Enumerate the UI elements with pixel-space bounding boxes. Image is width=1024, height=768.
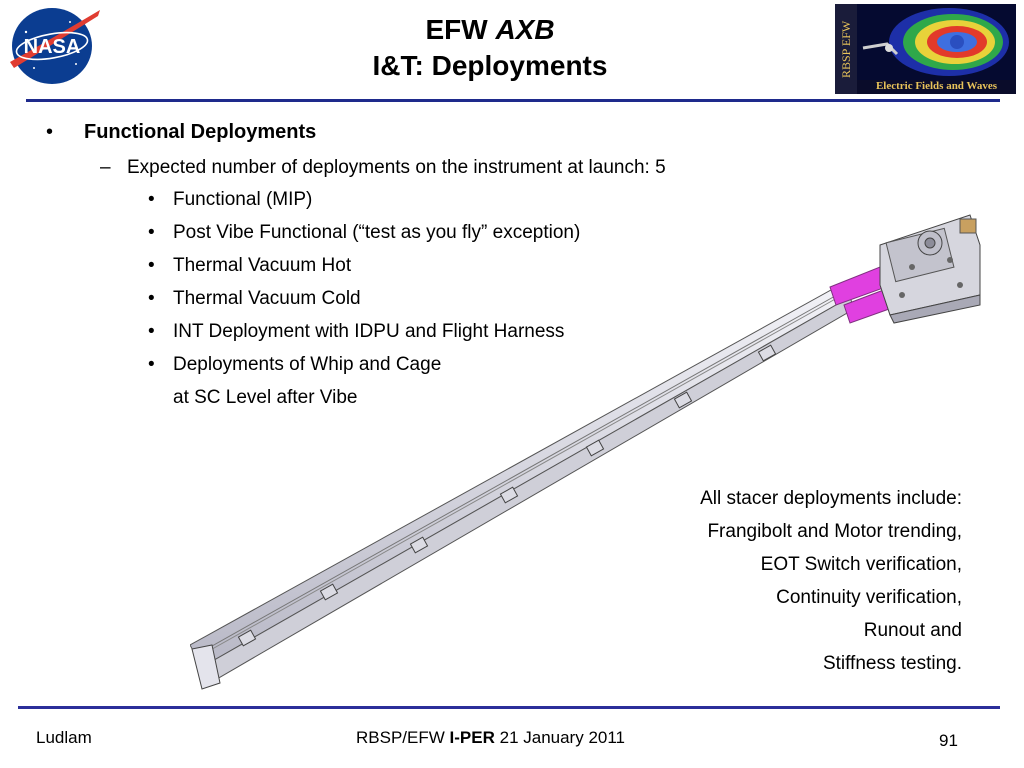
title-divider <box>26 99 1000 102</box>
note-line: Stiffness testing. <box>822 653 962 674</box>
note-line: EOT Switch verification, <box>760 554 962 575</box>
sub-bullet-2: Post Vibe Functional (“test as you fly” … <box>173 222 581 243</box>
footer-author: Ludlam <box>36 728 92 747</box>
sub-bullet-1: Functional (MIP) <box>173 189 313 210</box>
dash-marker: – <box>100 157 111 178</box>
bullet-marker: • <box>148 222 155 243</box>
title-line-2: I&T: Deployments <box>372 50 608 81</box>
footer-divider <box>18 706 1000 709</box>
sub-bullet-3: Thermal Vacuum Hot <box>173 255 352 276</box>
bullet-marker: • <box>148 288 155 309</box>
stacer-deployment-notes: All stacer deployments include: Frangibo… <box>700 482 962 680</box>
efw-logo-side-text: RBSP EFW <box>835 4 857 94</box>
bullet-marker: • <box>46 121 54 143</box>
note-line: All stacer deployments include: <box>700 488 962 509</box>
footer-date: 21 January 2011 <box>499 728 626 747</box>
efw-logo-caption: Electric Fields and Waves <box>875 80 998 92</box>
bullet-level2: Expected number of deployments on the in… <box>127 157 666 178</box>
note-line: Continuity verification, <box>776 587 962 608</box>
page-number: 91 <box>939 731 958 750</box>
bullet-marker: • <box>148 189 155 210</box>
rbsp-efw-logo: RBSP EFW Electric Fields and Waves <box>835 4 1016 94</box>
sub-bullet-5: INT Deployment with IDPU and Flight Harn… <box>173 321 565 342</box>
bullet-marker: • <box>148 255 155 276</box>
slide-title: EFW AXB I&T: Deployments <box>270 12 710 84</box>
bullet-level1: Functional Deployments <box>84 121 317 143</box>
footer-review: I-PER <box>449 728 495 747</box>
sub-bullet-4: Thermal Vacuum Cold <box>173 288 361 309</box>
sub-bullet-6: Deployments of Whip and Cage <box>173 354 442 375</box>
note-line: Runout and <box>863 620 962 641</box>
bullet-marker: • <box>148 354 155 375</box>
note-line: Frangibolt and Motor trending, <box>707 521 962 542</box>
axb-boom-illustration <box>190 214 981 690</box>
footer-project: RBSP/EFW <box>356 728 445 747</box>
efw-logo-art <box>857 4 1016 80</box>
bullet-marker: • <box>148 321 155 342</box>
footer-center: RBSP/EFW I-PER 21 January 2011 <box>356 728 625 748</box>
sub-bullet-6-continuation: at SC Level after Vibe <box>173 387 358 408</box>
nasa-logo: NASA <box>6 2 102 88</box>
nasa-wordmark: NASA <box>24 36 81 58</box>
title-italic: AXB <box>495 14 555 45</box>
title-prefix: EFW <box>425 14 488 45</box>
title-line-1: EFW AXB <box>270 12 710 48</box>
